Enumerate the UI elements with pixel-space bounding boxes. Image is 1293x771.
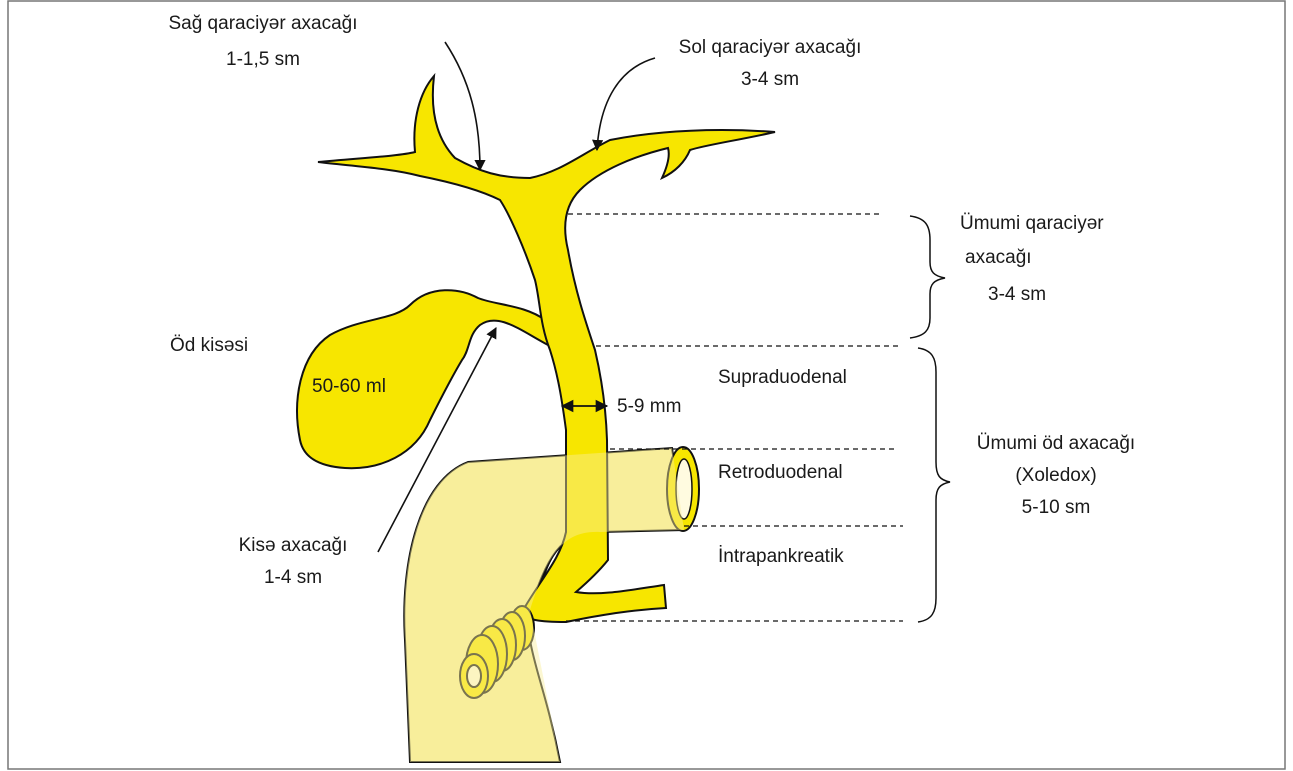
common-hepatic-duct-line1: Ümumi qaraciyər	[960, 212, 1104, 236]
right-hepatic-duct-size: 1-1,5 sm	[226, 48, 300, 72]
gallbladder-volume: 50-60 ml	[312, 375, 386, 399]
right-hepatic-duct-name: Sağ qaraciyər axacağı	[168, 12, 357, 36]
gallbladder-name: Öd kisəsi	[170, 334, 248, 358]
left-hepatic-duct-name: Sol qaraciyər axacağı	[679, 36, 862, 60]
duct-diameter-label: 5-9 mm	[617, 395, 681, 419]
cystic-duct-size: 1-4 sm	[264, 566, 322, 590]
cystic-duct-name: Kisə axacağı	[239, 534, 348, 558]
common-bile-duct-line1: Ümumi öd axacağı	[977, 432, 1135, 456]
segment-intrapancreatic: İntrapankreatik	[718, 545, 844, 569]
right-hepatic-pointer	[445, 42, 480, 170]
common-hepatic-duct-size: 3-4 sm	[988, 283, 1046, 307]
segment-retroduodenal: Retroduodenal	[718, 461, 843, 485]
common-bile-duct-line2: (Xoledox)	[1015, 464, 1096, 488]
common-bile-duct-size: 5-10 sm	[1022, 496, 1091, 520]
segment-supraduodenal: Supraduodenal	[718, 366, 847, 390]
brace-common-bile	[918, 348, 950, 622]
common-hepatic-duct-line2: axacağı	[965, 246, 1032, 270]
figure-border	[8, 1, 1285, 769]
brace-common-hepatic	[910, 216, 945, 338]
left-hepatic-duct-size: 3-4 sm	[741, 68, 799, 92]
